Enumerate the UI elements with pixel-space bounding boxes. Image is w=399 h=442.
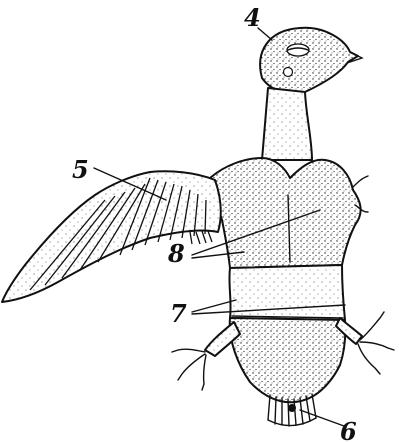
label-6: 6	[340, 417, 357, 442]
leader-6	[300, 410, 344, 426]
label-7: 7	[170, 299, 187, 328]
oil-gland	[288, 404, 296, 412]
eye	[287, 44, 309, 56]
bird-neck	[262, 88, 312, 160]
left-wing	[2, 171, 221, 302]
breast-region	[210, 158, 361, 268]
label-5: 5	[72, 155, 89, 184]
label-4: 4	[244, 3, 261, 32]
abdomen-region	[229, 265, 345, 320]
vent-region	[230, 318, 346, 402]
bird-head	[260, 28, 362, 94]
leader-7a	[192, 300, 236, 312]
ear-opening	[284, 68, 293, 77]
left-leg	[172, 322, 240, 390]
label-8: 8	[167, 239, 185, 268]
